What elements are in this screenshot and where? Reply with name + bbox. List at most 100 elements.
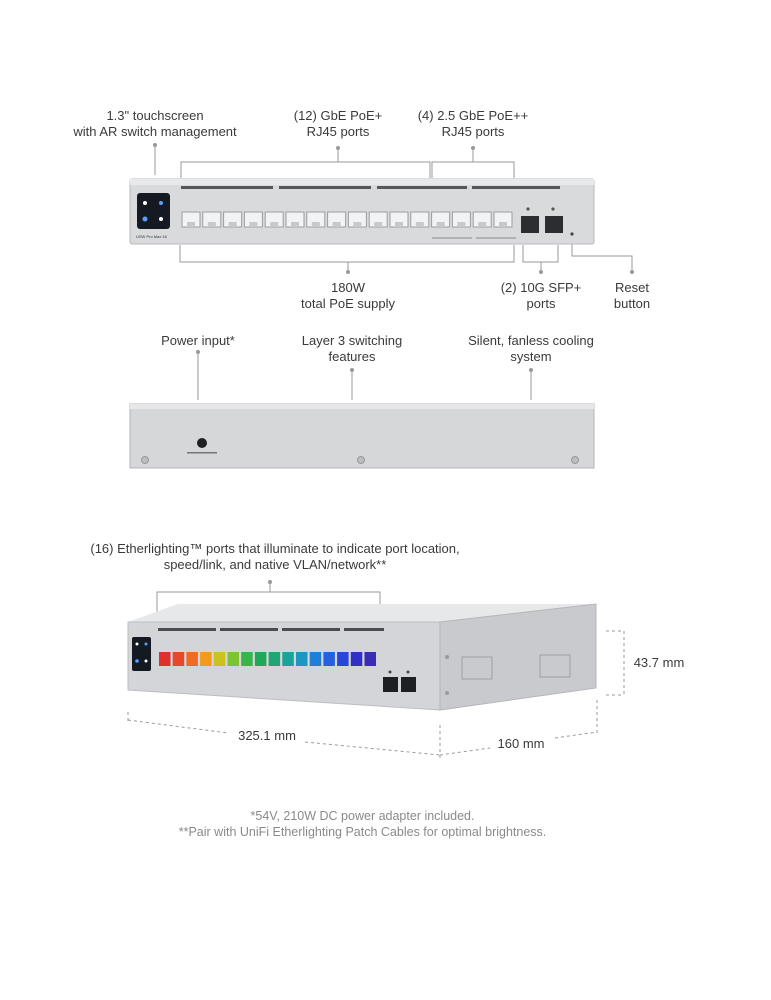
front-callout-lines	[154, 145, 633, 272]
reset-button-label: Reset button	[602, 280, 662, 312]
rear-screw-left	[141, 456, 149, 464]
cooling-label-line2: system	[510, 349, 552, 364]
side-mount-cutout-2	[539, 654, 571, 678]
rj45-port-latch	[353, 222, 362, 226]
rj45-port[interactable]	[327, 211, 347, 228]
rj45-port-latch	[187, 222, 195, 226]
front-callout-dots	[153, 143, 634, 274]
etherlighting-port[interactable]	[241, 652, 253, 666]
rj45-port-latch	[415, 222, 424, 226]
rj45-port[interactable]	[493, 211, 513, 228]
iso-side-face	[439, 603, 597, 711]
iso-touchscreen[interactable]	[132, 637, 151, 671]
layer3-label: Layer 3 switching features	[290, 333, 414, 365]
etherlighting-port-group	[159, 652, 376, 666]
rj45-port-latch	[291, 222, 299, 226]
power-label-line1: Power input*	[161, 333, 235, 348]
rj45-port[interactable]	[472, 211, 492, 228]
rj45-port[interactable]	[264, 211, 284, 228]
sfp-port-2[interactable]	[545, 216, 563, 233]
rj45-port[interactable]	[347, 211, 367, 228]
touchscreen-label-line2: with AR switch management	[73, 124, 237, 139]
dimension-lines	[127, 630, 625, 758]
etherlighting-port[interactable]	[254, 652, 267, 666]
rj45-port-latch	[249, 222, 258, 226]
gbe-ports-label: (12) GbE PoE+ RJ45 ports	[282, 108, 394, 140]
etherlighting-port[interactable]	[200, 652, 212, 666]
rj45-port[interactable]	[285, 211, 305, 228]
rj45-port-latch	[499, 222, 507, 226]
rear-screw-right	[571, 456, 579, 464]
etherlighting-port[interactable]	[323, 652, 335, 666]
iso-sfp-port-1[interactable]	[383, 677, 398, 692]
side-mount-cutout-1	[461, 656, 493, 680]
rj45-port[interactable]	[202, 211, 222, 228]
dc-power-jack[interactable]	[197, 438, 207, 448]
sfp-port-1[interactable]	[521, 216, 539, 233]
footnote-patch-cables: **Pair with UniFi Etherlighting Patch Ca…	[178, 825, 547, 839]
etherlighting-port[interactable]	[213, 652, 226, 666]
poe-label-line2: total PoE supply	[301, 296, 395, 311]
gbe-label-line1: (12) GbE PoE+	[293, 108, 383, 123]
reset-label-line2: button	[613, 296, 651, 311]
rj45-port-latch	[228, 222, 237, 226]
reset-callout-line	[571, 238, 633, 272]
layer3-label-line2: features	[328, 349, 376, 364]
rj45-port[interactable]	[181, 211, 201, 228]
etherlighting-port[interactable]	[282, 652, 294, 666]
rj45-port[interactable]	[243, 211, 263, 228]
rj45-port-group	[181, 211, 513, 228]
multigig-label-line1: (4) 2.5 GbE PoE++	[417, 108, 529, 123]
iso-sfp-port-2[interactable]	[401, 677, 416, 692]
etherlighting-port[interactable]	[159, 652, 171, 666]
reset-label-line1: Reset	[615, 280, 649, 295]
height-dimension-label: 43.7 mm	[633, 655, 685, 670]
poe-bracket	[179, 245, 515, 263]
rj45-port[interactable]	[368, 211, 388, 228]
etherlighting-label-line1: (16) Etherlighting™ ports that illuminat…	[90, 541, 460, 556]
rj45-port[interactable]	[410, 211, 430, 228]
etherlighting-port[interactable]	[172, 652, 185, 666]
multigig-label-line2: RJ45 ports	[441, 124, 505, 139]
etherlighting-label-line2: speed/link, and native VLAN/network**	[163, 557, 387, 572]
layer3-label-line1: Layer 3 switching	[301, 333, 403, 348]
front-view-diagram: USW Pro Max 16	[129, 143, 634, 274]
rj45-port[interactable]	[223, 211, 243, 228]
poe-label-line1: 180W	[331, 280, 365, 295]
rj45-port[interactable]	[431, 211, 451, 228]
etherlighting-port[interactable]	[186, 652, 198, 666]
etherlighting-label: (16) Etherlighting™ ports that illuminat…	[80, 541, 470, 573]
etherlighting-port[interactable]	[296, 652, 308, 666]
touchscreen-label: 1.3" touchscreen with AR switch manageme…	[64, 108, 246, 140]
rear-view-diagram	[129, 350, 595, 469]
depth-dimension-label: 160 mm	[497, 736, 545, 751]
rj45-port[interactable]	[306, 211, 326, 228]
rear-screw-center	[357, 456, 365, 464]
rj45-port[interactable]	[389, 211, 409, 228]
rj45-port-latch	[374, 222, 383, 226]
sfp-label-line1: (2) 10G SFP+	[500, 280, 582, 295]
touchscreen-label-line1: 1.3" touchscreen	[106, 108, 204, 123]
etherlighting-port[interactable]	[268, 652, 281, 666]
etherlighting-port[interactable]	[364, 652, 377, 666]
sfp-ports-label: (2) 10G SFP+ ports	[495, 280, 587, 312]
iso-view-diagram	[127, 580, 625, 758]
reset-pinhole[interactable]	[570, 232, 574, 236]
power-input-label: Power input*	[148, 333, 248, 349]
gbe-label-line2: RJ45 ports	[306, 124, 370, 139]
front-vent-slots	[181, 186, 560, 189]
etherlighting-port[interactable]	[309, 652, 322, 666]
etherlighting-port[interactable]	[350, 652, 363, 666]
rj45-port-latch	[395, 222, 403, 226]
rj45-port[interactable]	[451, 211, 471, 228]
rj45-port-latch	[457, 222, 466, 226]
etherlighting-port[interactable]	[227, 652, 240, 666]
footnote-power-adapter: *54V, 210W DC power adapter included.	[250, 809, 475, 823]
multigig-ports-label: (4) 2.5 GbE PoE++ RJ45 ports	[412, 108, 534, 140]
gbe-bracket	[180, 161, 431, 178]
cooling-label: Silent, fanless cooling system	[458, 333, 604, 365]
model-text: USW Pro Max 16	[136, 234, 168, 239]
sfp-label-line2: ports	[526, 296, 556, 311]
etherlighting-port[interactable]	[337, 652, 349, 666]
rj45-port-latch	[478, 222, 487, 226]
